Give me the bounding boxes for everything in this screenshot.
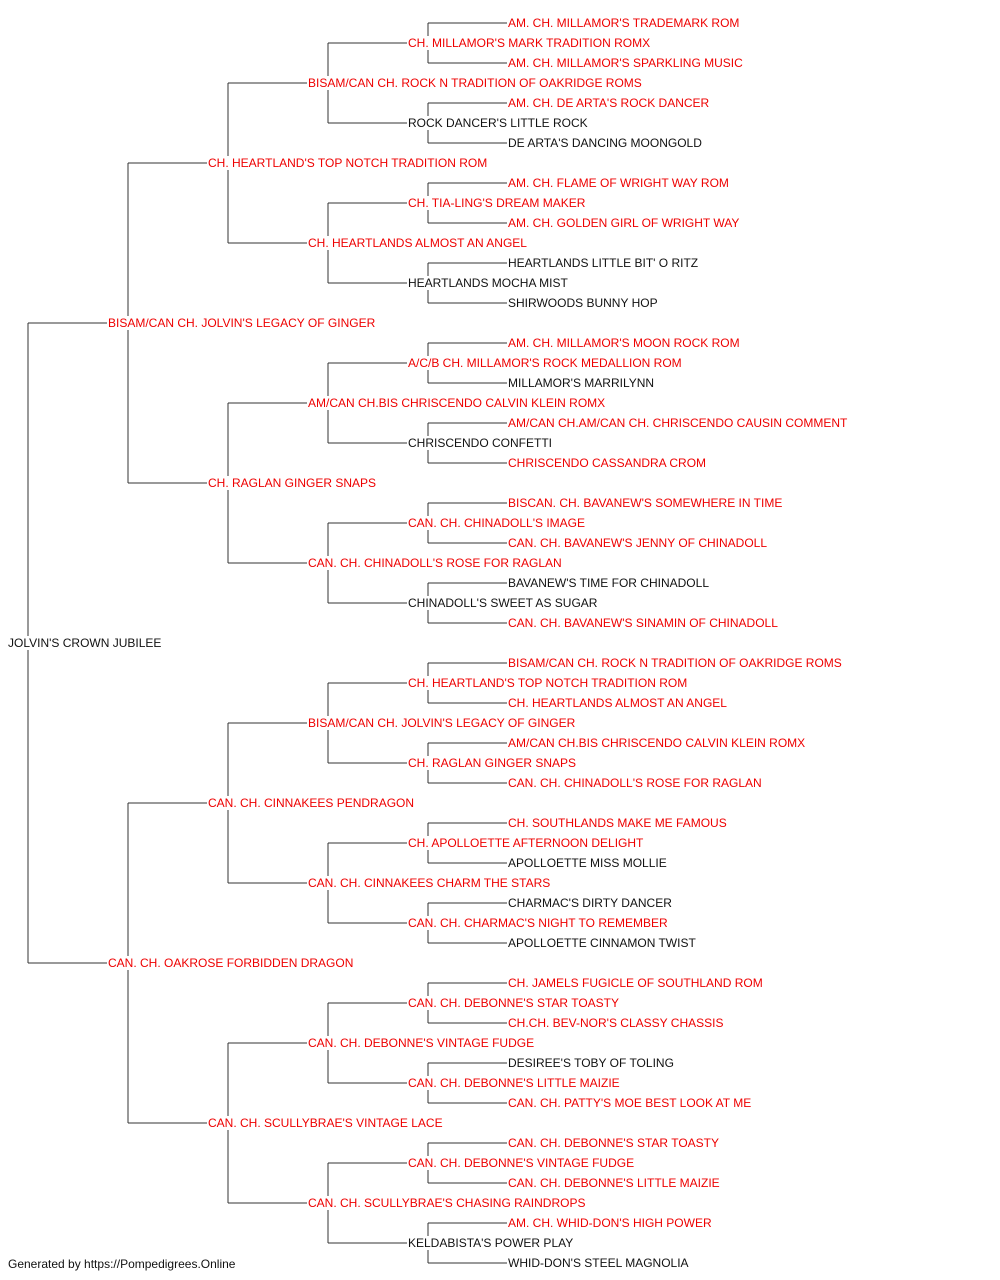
ancestor-name-gen-5[interactable]: WHID-DON'S STEEL MAGNOLIA <box>507 1256 690 1270</box>
ancestor-name-gen-5[interactable]: CAN. CH. PATTY'S MOE BEST LOOK AT ME <box>507 1096 753 1110</box>
ancestor-name-gen-3[interactable]: CAN. CH. DEBONNE'S VINTAGE FUDGE <box>307 1036 536 1050</box>
ancestor-name-gen-4[interactable]: CAN. CH. CHARMAC'S NIGHT TO REMEMBER <box>407 916 669 930</box>
ancestor-name-gen-5[interactable]: AM. CH. WHID-DON'S HIGH POWER <box>507 1216 713 1230</box>
ancestor-name-gen-4[interactable]: CAN. CH. DEBONNE'S STAR TOASTY <box>407 996 620 1010</box>
subject-dog-name[interactable]: JOLVIN'S CROWN JUBILEE <box>7 636 163 650</box>
ancestor-name-gen-4[interactable]: CAN. CH. DEBONNE'S VINTAGE FUDGE <box>407 1156 636 1170</box>
ancestor-name-gen-4[interactable]: CHINADOLL'S SWEET AS SUGAR <box>407 596 599 610</box>
ancestor-name-gen-4[interactable]: CH. APOLLOETTE AFTERNOON DELIGHT <box>407 836 645 850</box>
ancestor-name-gen-5[interactable]: CH. SOUTHLANDS MAKE ME FAMOUS <box>507 816 728 830</box>
ancestor-name-gen-5[interactable]: AM. CH. DE ARTA'S ROCK DANCER <box>507 96 711 110</box>
ancestor-name-gen-5[interactable]: CH. JAMELS FUGICLE OF SOUTHLAND ROM <box>507 976 764 990</box>
ancestor-name-gen-5[interactable]: HEARTLANDS LITTLE BIT' O RITZ <box>507 256 700 270</box>
ancestor-name-gen-4[interactable]: HEARTLANDS MOCHA MIST <box>407 276 569 290</box>
ancestor-name-gen-5[interactable]: AM. CH. FLAME OF WRIGHT WAY ROM <box>507 176 730 190</box>
ancestor-name-gen-5[interactable]: CAN. CH. DEBONNE'S STAR TOASTY <box>507 1136 720 1150</box>
ancestor-name-gen-5[interactable]: AM. CH. MILLAMOR'S SPARKLING MUSIC <box>507 56 744 70</box>
ancestor-name-gen-3[interactable]: AM/CAN CH.BIS CHRISCENDO CALVIN KLEIN RO… <box>307 396 607 410</box>
ancestor-name-gen-5[interactable]: AM. CH. MILLAMOR'S MOON ROCK ROM <box>507 336 741 350</box>
ancestor-name-gen-5[interactable]: AM. CH. MILLAMOR'S TRADEMARK ROM <box>507 16 741 30</box>
ancestor-name-gen-5[interactable]: CHRISCENDO CASSANDRA CROM <box>507 456 708 470</box>
ancestor-name-gen-5[interactable]: APOLLOETTE MISS MOLLIE <box>507 856 668 870</box>
ancestor-name-gen-5[interactable]: CAN. CH. BAVANEW'S SINAMIN OF CHINADOLL <box>507 616 779 630</box>
ancestor-name-gen-5[interactable]: AM/CAN CH.BIS CHRISCENDO CALVIN KLEIN RO… <box>507 736 807 750</box>
ancestor-name-gen-1[interactable]: CAN. CH. OAKROSE FORBIDDEN DRAGON <box>107 956 355 970</box>
ancestor-name-gen-3[interactable]: BISAM/CAN CH. ROCK N TRADITION OF OAKRID… <box>307 76 643 90</box>
ancestor-name-gen-5[interactable]: DESIREE'S TOBY OF TOLING <box>507 1056 675 1070</box>
ancestor-name-gen-4[interactable]: CH. HEARTLAND'S TOP NOTCH TRADITION ROM <box>407 676 689 690</box>
ancestor-name-gen-2[interactable]: CAN. CH. SCULLYBRAE'S VINTAGE LACE <box>207 1116 444 1130</box>
ancestor-name-gen-3[interactable]: CAN. CH. CINNAKEES CHARM THE STARS <box>307 876 552 890</box>
footer-credit[interactable]: Generated by https://Pompedigrees.Online <box>8 1257 236 1271</box>
ancestor-name-gen-2[interactable]: CH. RAGLAN GINGER SNAPS <box>207 476 378 490</box>
ancestor-name-gen-5[interactable]: MILLAMOR'S MARRILYNN <box>507 376 656 390</box>
ancestor-name-gen-4[interactable]: CH. TIA-LING'S DREAM MAKER <box>407 196 587 210</box>
ancestor-name-gen-5[interactable]: BISAM/CAN CH. ROCK N TRADITION OF OAKRID… <box>507 656 843 670</box>
ancestor-name-gen-5[interactable]: CH.CH. BEV-NOR'S CLASSY CHASSIS <box>507 1016 725 1030</box>
ancestor-name-gen-4[interactable]: KELDABISTA'S POWER PLAY <box>407 1236 575 1250</box>
ancestor-name-gen-4[interactable]: CAN. CH. CHINADOLL'S IMAGE <box>407 516 586 530</box>
ancestor-name-gen-4[interactable]: CAN. CH. DEBONNE'S LITTLE MAIZIE <box>407 1076 621 1090</box>
ancestor-name-gen-4[interactable]: CH. MILLAMOR'S MARK TRADITION ROMX <box>407 36 652 50</box>
ancestor-name-gen-3[interactable]: BISAM/CAN CH. JOLVIN'S LEGACY OF GINGER <box>307 716 577 730</box>
ancestor-name-gen-5[interactable]: BISCAN. CH. BAVANEW'S SOMEWHERE IN TIME <box>507 496 784 510</box>
ancestor-name-gen-3[interactable]: CAN. CH. CHINADOLL'S ROSE FOR RAGLAN <box>307 556 563 570</box>
ancestor-name-gen-2[interactable]: CAN. CH. CINNAKEES PENDRAGON <box>207 796 416 810</box>
ancestor-name-gen-5[interactable]: CAN. CH. CHINADOLL'S ROSE FOR RAGLAN <box>507 776 763 790</box>
ancestor-name-gen-5[interactable]: CH. HEARTLANDS ALMOST AN ANGEL <box>507 696 728 710</box>
ancestor-name-gen-3[interactable]: CH. HEARTLANDS ALMOST AN ANGEL <box>307 236 528 250</box>
ancestor-name-gen-4[interactable]: CH. RAGLAN GINGER SNAPS <box>407 756 578 770</box>
ancestor-name-gen-2[interactable]: CH. HEARTLAND'S TOP NOTCH TRADITION ROM <box>207 156 489 170</box>
ancestor-name-gen-5[interactable]: CAN. CH. DEBONNE'S LITTLE MAIZIE <box>507 1176 721 1190</box>
ancestor-name-gen-5[interactable]: APOLLOETTE CINNAMON TWIST <box>507 936 697 950</box>
ancestor-name-gen-3[interactable]: CAN. CH. SCULLYBRAE'S CHASING RAINDROPS <box>307 1196 587 1210</box>
ancestor-name-gen-1[interactable]: BISAM/CAN CH. JOLVIN'S LEGACY OF GINGER <box>107 316 377 330</box>
ancestor-name-gen-4[interactable]: CHRISCENDO CONFETTI <box>407 436 553 450</box>
ancestor-name-gen-5[interactable]: AM. CH. GOLDEN GIRL OF WRIGHT WAY <box>507 216 741 230</box>
ancestor-name-gen-5[interactable]: SHIRWOODS BUNNY HOP <box>507 296 659 310</box>
ancestor-name-gen-4[interactable]: A/C/B CH. MILLAMOR'S ROCK MEDALLION ROM <box>407 356 683 370</box>
ancestor-name-gen-5[interactable]: BAVANEW'S TIME FOR CHINADOLL <box>507 576 710 590</box>
ancestor-name-gen-4[interactable]: ROCK DANCER'S LITTLE ROCK <box>407 116 589 130</box>
ancestor-name-gen-5[interactable]: AM/CAN CH.AM/CAN CH. CHRISCENDO CAUSIN C… <box>507 416 849 430</box>
ancestor-name-gen-5[interactable]: CHARMAC'S DIRTY DANCER <box>507 896 673 910</box>
ancestor-name-gen-5[interactable]: DE ARTA'S DANCING MOONGOLD <box>507 136 703 150</box>
ancestor-name-gen-5[interactable]: CAN. CH. BAVANEW'S JENNY OF CHINADOLL <box>507 536 769 550</box>
